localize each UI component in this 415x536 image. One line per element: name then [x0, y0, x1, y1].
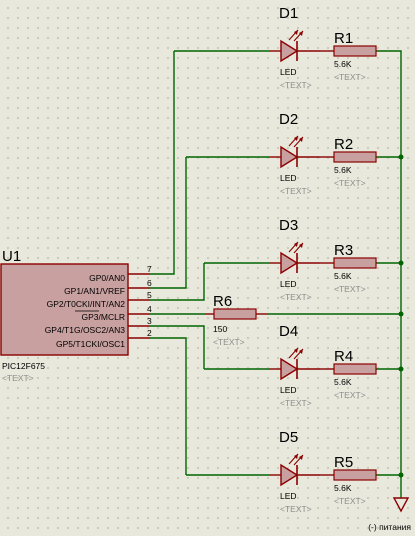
led-text: <TEXT>: [280, 186, 312, 196]
mcu-u1: U1 PIC12F675 <TEXT> GP0/AN0 GP1/AN1/VREF…: [0, 248, 152, 383]
mcu-body: [0, 263, 129, 356]
led-light-arrows-icon: [288, 347, 304, 360]
resistor-ref: R2: [334, 136, 353, 153]
resistor-ref: R5: [334, 454, 353, 471]
pin-label-gp5: GP5/T1CKI/OSC1: [56, 339, 125, 349]
resistor-value: 5.6K: [334, 59, 352, 69]
led-light-arrows-icon: [288, 241, 304, 254]
led-text: <TEXT>: [280, 292, 312, 302]
resistor-ref: R4: [334, 348, 353, 365]
resistor-body: [333, 469, 377, 481]
r6-value: 150: [213, 324, 227, 334]
resistor-r4: R4 5.6K <TEXT>: [320, 348, 377, 400]
resistor-text: <TEXT>: [334, 284, 366, 294]
ground-label: (-) питания: [368, 522, 411, 532]
resistor-text: <TEXT>: [334, 496, 366, 506]
ground-symbol: (-) питания: [368, 497, 411, 532]
led-ref: D2: [279, 111, 298, 128]
resistor-text: <TEXT>: [334, 178, 366, 188]
pin-number-5: 5: [147, 290, 152, 300]
led-resistor-rows: D1LED<TEXT>R15.6K<TEXT>D2LED<TEXT>R25.6K…: [270, 5, 377, 514]
resistor-text: <TEXT>: [334, 390, 366, 400]
pin-label-gp4: GP4/T1G/OSC2/AN3: [45, 325, 126, 335]
led-ref: D1: [279, 5, 298, 22]
led-text: <TEXT>: [280, 398, 312, 408]
resistor-r1: R1 5.6K <TEXT>: [320, 30, 377, 82]
led-value: LED: [280, 67, 297, 77]
resistor-r6: R6 150 <TEXT>: [205, 293, 268, 347]
resistor-r3: R3 5.6K <TEXT>: [320, 242, 377, 294]
pin-number-6: 6: [147, 278, 152, 288]
resistor-value: 5.6K: [334, 271, 352, 281]
pin-label-gp0: GP0/AN0: [89, 273, 125, 283]
pin-number-2: 2: [147, 328, 152, 338]
led-triangle: [280, 357, 299, 381]
mcu-ref: U1: [2, 248, 21, 265]
resistor-body: [333, 257, 377, 269]
led-triangle: [280, 39, 299, 63]
led-value: LED: [280, 491, 297, 501]
wiring: [150, 50, 404, 498]
resistor-text: <TEXT>: [334, 72, 366, 82]
mcu-part: PIC12F675: [2, 361, 45, 371]
pin-number-4: 4: [147, 304, 152, 314]
led-light-arrows-icon: [288, 135, 304, 148]
pin-number-7: 7: [147, 264, 152, 274]
resistor-value: 5.6K: [334, 483, 352, 493]
led-triangle: [280, 463, 299, 487]
resistor-body: [333, 363, 377, 375]
led-value: LED: [280, 279, 297, 289]
pin-number-3: 3: [147, 316, 152, 326]
led-value: LED: [280, 173, 297, 183]
resistor-value: 5.6K: [334, 377, 352, 387]
led-light-arrows-icon: [288, 453, 304, 466]
led-ref: D4: [279, 323, 298, 340]
r6-body: [213, 308, 257, 320]
pin-label-gp1: GP1/AN1/VREF: [64, 286, 125, 296]
pin-label-gp2: GP2/T0CKI/INT/AN2: [47, 299, 126, 309]
r6-ref: R6: [213, 293, 232, 310]
resistor-ref: R3: [334, 242, 353, 259]
led-triangle: [280, 251, 299, 275]
led-ref: D3: [279, 217, 298, 234]
led-value: LED: [280, 385, 297, 395]
pin-label-gp3: GP3/MCLR: [82, 312, 125, 322]
resistor-value: 5.6K: [334, 165, 352, 175]
led-ref: D5: [279, 429, 298, 446]
mcu-text: <TEXT>: [2, 373, 34, 383]
resistor-body: [333, 45, 377, 57]
led-text: <TEXT>: [280, 504, 312, 514]
mcu-pins: GP0/AN0 GP1/AN1/VREF GP2/T0CKI/INT/AN2 G…: [45, 264, 152, 349]
resistor-body: [333, 151, 377, 163]
led-light-arrows-icon: [288, 29, 304, 42]
resistor-r2: R2 5.6K <TEXT>: [320, 136, 377, 188]
led-triangle: [280, 145, 299, 169]
led-text: <TEXT>: [280, 80, 312, 90]
r6-text: <TEXT>: [213, 337, 245, 347]
resistor-ref: R1: [334, 30, 353, 47]
resistor-r5: R5 5.6K <TEXT>: [320, 454, 377, 506]
